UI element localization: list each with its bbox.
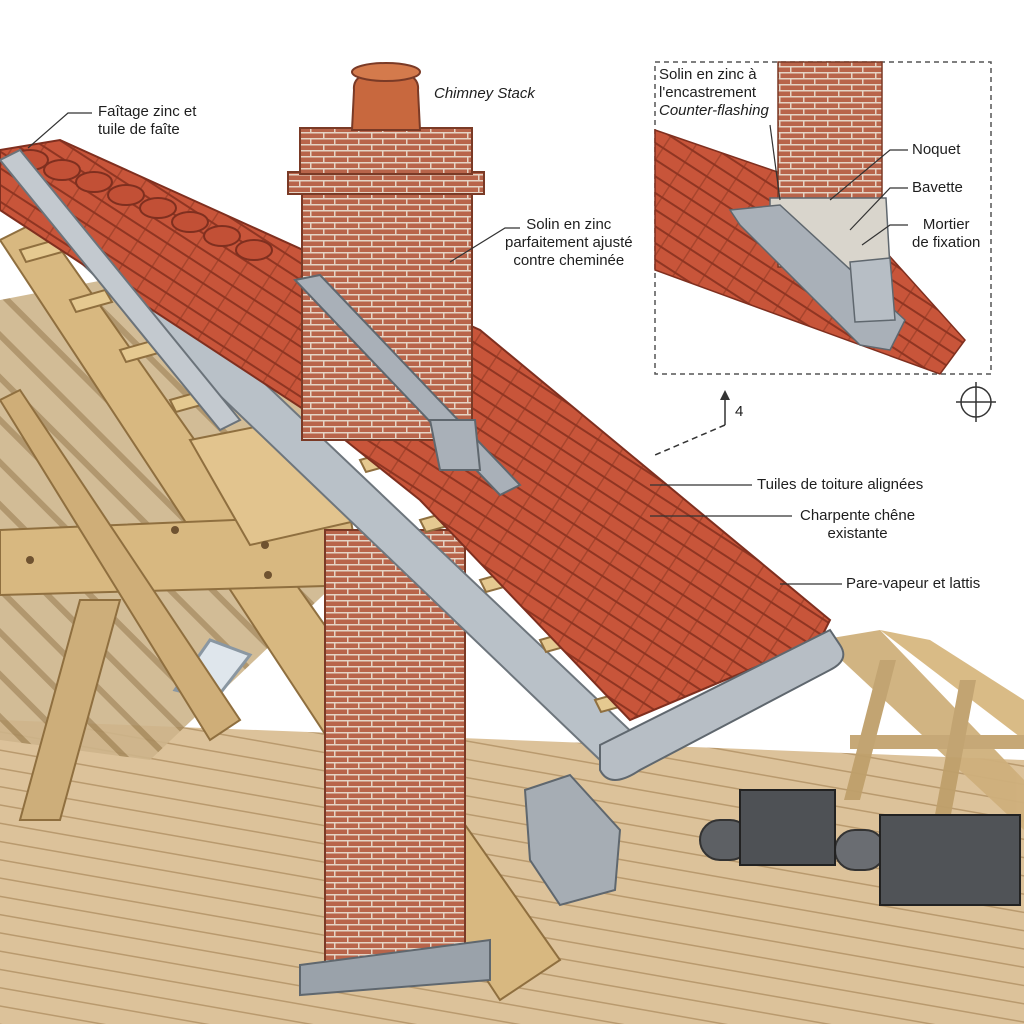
label-frame: Charpente chêne existante (800, 507, 915, 543)
stored-materials (699, 789, 1021, 906)
leader-bavette (849, 187, 908, 231)
leader-counter (769, 124, 781, 201)
leader-noquet (829, 149, 908, 201)
chimney-cap-lower (287, 171, 485, 195)
label-frame-line2: existante (827, 525, 888, 542)
inset-label-mortier-line2: de fixation (912, 234, 981, 251)
leader-flashing-main (449, 227, 520, 263)
label-tiles: Tuiles de toiture alignées (757, 476, 924, 493)
label-ridge-line2: tuile de faîte (98, 121, 180, 138)
label-vapour: Pare-vapeur et lattis (846, 575, 981, 592)
chimney-base-plate (299, 938, 491, 997)
inset-label-mortier-line1: Mortier (922, 216, 970, 233)
inset-label-mortier: Mortier de fixation (912, 216, 980, 252)
inset-detail (654, 61, 992, 375)
inset-label-bavette: Bavette (912, 179, 963, 196)
chimney-cap-upper (299, 127, 473, 175)
label-ridge: Faîtage zinc et tuile de faîte (98, 103, 196, 139)
gutter (599, 628, 845, 781)
ridge-zinc (0, 148, 242, 432)
leader-mortier (861, 224, 908, 246)
label-chimney-stack: Chimney Stack (434, 85, 535, 102)
inset-title-line2: l'encastrement (659, 84, 757, 101)
label-ridge-line1: Faîtage zinc et (98, 103, 197, 120)
section-marker (654, 390, 730, 456)
leader-ridge (27, 112, 92, 149)
label-flashing-main: Solin en zinc parfaitement ajusté contre… (505, 216, 633, 270)
label-flashing-main-line3: contre cheminée (513, 252, 625, 269)
inset-title: Solin en zinc à l'encastrement Counter-f… (659, 66, 769, 120)
label-section-marker: 4 (735, 403, 744, 420)
label-flashing-main-line2: parfaitement ajusté (505, 234, 633, 251)
label-frame-line1: Charpente chêne (800, 507, 916, 524)
rear-truss (820, 630, 1024, 830)
ridge-tiles (11, 149, 273, 261)
inset-title-line1: Solin en zinc à (659, 66, 757, 83)
inset-title-line3: Counter-flashing (659, 102, 769, 119)
downpipe-bracket (523, 773, 622, 907)
label-flashing-main-line1: Solin en zinc (526, 216, 612, 233)
inset-label-noquet: Noquet (912, 141, 961, 158)
leader-lines (27, 112, 908, 585)
section-symbol-icon (956, 382, 996, 422)
